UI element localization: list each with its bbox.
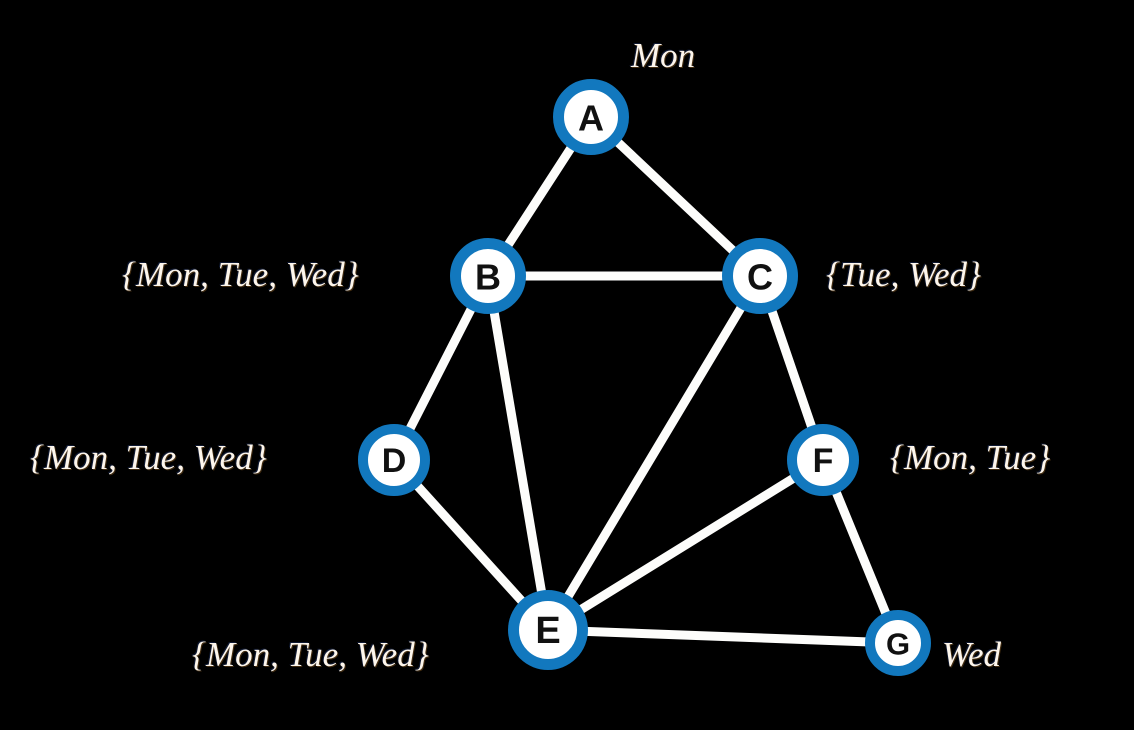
edge-b-e (483, 271, 553, 635)
domain-label-b: {Mon, Tue, Wed} (122, 255, 359, 294)
node-label-e: E (535, 610, 560, 652)
node-circle-d (358, 424, 430, 496)
domain-label-d: {Mon, Tue, Wed} (30, 438, 267, 477)
edge-a-c (586, 112, 765, 281)
node-a[interactable]: A (553, 79, 629, 155)
node-circle-f (787, 424, 859, 496)
node-layer: A B C D E F G (358, 79, 931, 676)
node-b[interactable]: B (450, 238, 526, 314)
domain-label-g: Wed (942, 635, 1001, 674)
domain-label-c: {Tue, Wed} (826, 255, 982, 294)
node-c[interactable]: C (722, 238, 798, 314)
domain-label-f: {Mon, Tue} (890, 438, 1051, 477)
edge-layer (389, 112, 903, 648)
domain-label-e: {Mon, Tue, Wed} (192, 635, 429, 674)
edge-e-g (543, 625, 903, 648)
edge-c-e (543, 271, 765, 635)
node-e[interactable]: E (508, 590, 588, 670)
node-circle-g (865, 610, 931, 676)
node-label-f: F (813, 442, 834, 480)
domain-label-a: Mon (631, 36, 696, 75)
node-label-g: G (886, 627, 910, 662)
edge-e-f (543, 455, 828, 635)
node-label-a: A (578, 98, 604, 139)
node-g[interactable]: G (865, 610, 931, 676)
node-f[interactable]: F (787, 424, 859, 496)
node-label-d: D (382, 442, 407, 480)
node-circle-b (450, 238, 526, 314)
node-d[interactable]: D (358, 424, 430, 496)
node-label-c: C (747, 257, 773, 298)
node-circle-e (508, 590, 588, 670)
node-circle-c (722, 238, 798, 314)
node-label-b: B (475, 257, 501, 298)
node-circle-a (553, 79, 629, 155)
